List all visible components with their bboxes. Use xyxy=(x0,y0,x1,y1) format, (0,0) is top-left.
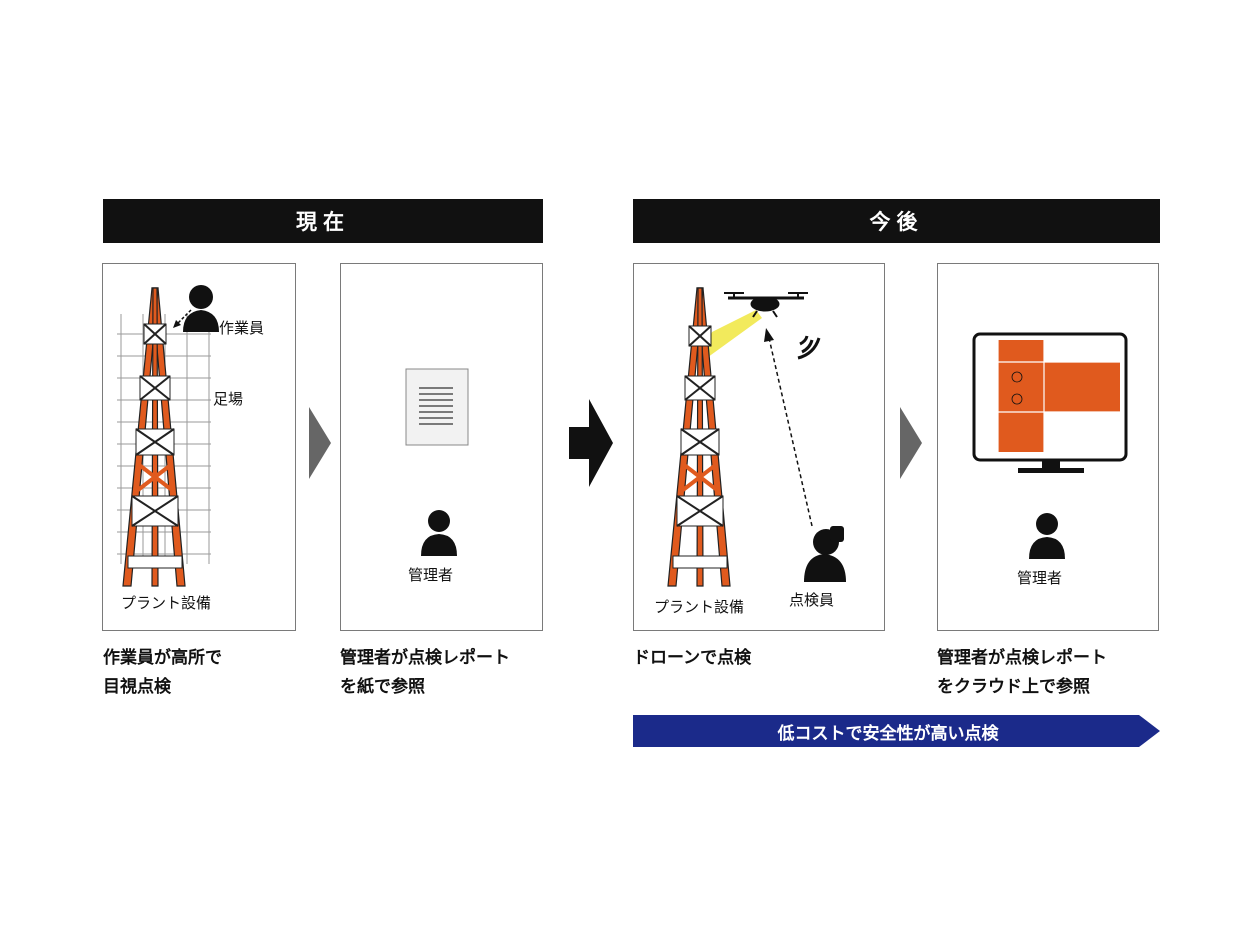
panel-drone-inspection: プラント設備 点検員 xyxy=(633,263,885,631)
caption-line: 目視点検 xyxy=(103,677,171,697)
caption-line: を紙で参照 xyxy=(340,677,425,697)
caption-drone: ドローンで点検 xyxy=(633,644,751,673)
caption-line: ドローンで点検 xyxy=(633,648,752,668)
drone-icon xyxy=(724,292,808,318)
benefit-banner: 低コストで安全性が高い点検 xyxy=(633,715,1160,747)
caption-line: をクラウド上で参照 xyxy=(937,677,1090,697)
big-arrow-icon xyxy=(569,399,613,487)
benefit-banner-text: 低コストで安全性が高い点検 xyxy=(777,723,999,744)
caption-line: 管理者が点検レポート xyxy=(340,648,510,668)
caption-worker: 作業員が高所で 目視点検 xyxy=(103,644,222,702)
drone-tower-illustration xyxy=(667,287,846,587)
panel-paper-report: 管理者 xyxy=(340,263,543,631)
monitor-icon xyxy=(972,332,1128,473)
panel-cloud-report: 管理者 xyxy=(937,263,1159,631)
header-future: 今後 xyxy=(633,199,1160,243)
worker-label: 作業員 xyxy=(219,319,265,337)
person-icon-manager xyxy=(421,510,457,556)
header-future-label: 今後 xyxy=(869,210,924,234)
manager-label-current: 管理者 xyxy=(408,566,454,584)
gray-arrow-icon xyxy=(309,407,331,479)
caption-line: 管理者が点検レポート xyxy=(937,648,1107,668)
plant-label-current: プラント設備 xyxy=(121,594,212,612)
gray-arrow-icon-2 xyxy=(900,407,922,479)
signal-icon xyxy=(797,335,821,360)
scaffold-label: 足場 xyxy=(213,390,244,408)
caption-line: 作業員が高所で xyxy=(103,648,222,668)
manager-label-future: 管理者 xyxy=(1017,569,1063,587)
caption-paper: 管理者が点検レポート を紙で参照 xyxy=(340,644,510,702)
header-current: 現在 xyxy=(103,199,543,243)
panel-worker-inspection: 作業員 足場 プラント設備 xyxy=(102,263,296,631)
header-current-label: 現在 xyxy=(296,210,350,234)
person-icon-manager-future xyxy=(1029,513,1065,559)
caption-cloud: 管理者が点検レポート をクラウド上で参照 xyxy=(937,644,1107,702)
person-icon-inspector xyxy=(804,526,846,582)
plant-label-future: プラント設備 xyxy=(654,598,745,616)
tower-scaffold-illustration xyxy=(117,285,219,587)
person-icon-worker xyxy=(183,285,219,332)
inspector-label: 点検員 xyxy=(789,591,835,609)
document-icon xyxy=(405,368,469,446)
